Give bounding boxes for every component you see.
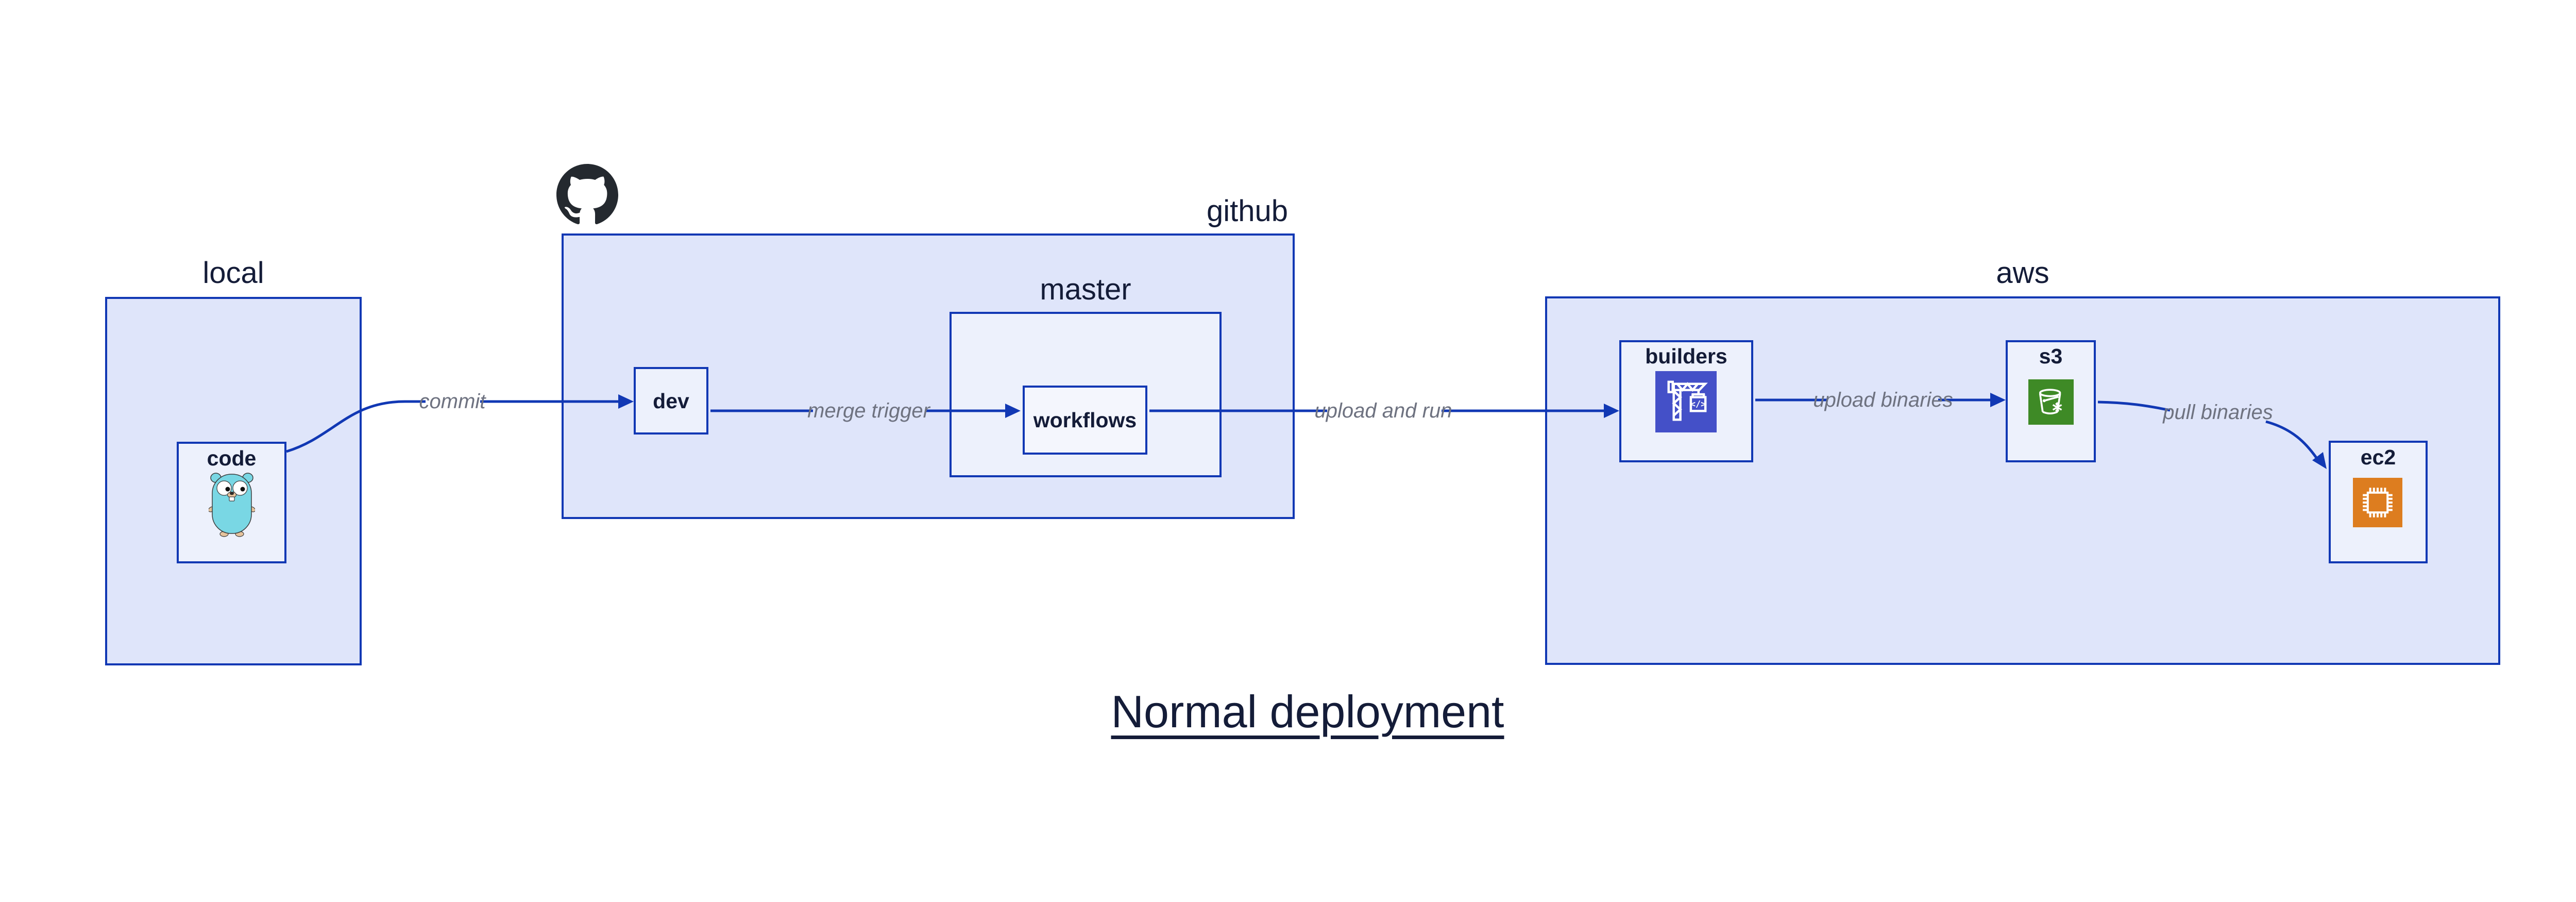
edge-label-pull-binaries: pull binaries — [2163, 401, 2273, 424]
diagram-title: Normal deployment — [1111, 686, 1504, 737]
edge-label-upload-binaries: upload binaries — [1813, 389, 1953, 411]
github-octocat-icon — [556, 164, 618, 225]
arrowhead-merge-trigger — [1005, 404, 1021, 418]
s3-node-label: s3 — [2039, 344, 2063, 368]
builders-node-box — [1619, 340, 1753, 462]
edge-pull-binaries-curve-a — [2097, 400, 2171, 412]
aws-codebuild-crane-icon: </> — [1655, 371, 1717, 432]
github-group-label: github — [1206, 194, 1288, 228]
arrowhead-commit — [618, 394, 634, 409]
dev-node-box — [634, 367, 708, 435]
edge-label-merge-trigger: merge trigger — [807, 399, 930, 422]
builders-node-label: builders — [1645, 344, 1727, 368]
master-group-label: master — [1040, 273, 1131, 306]
workflows-node-label: workflows — [1033, 408, 1137, 432]
arrowhead-upload-and-run — [1604, 404, 1619, 418]
edge-lines — [286, 398, 2318, 459]
codebuild-code-glyph: </> — [1690, 398, 1706, 409]
aws-group-label: aws — [1996, 256, 2049, 290]
go-gopher-icon — [209, 473, 255, 537]
edge-pull-binaries-curve-b — [2265, 420, 2318, 459]
edge-label-upload-and-run: upload and run — [1314, 399, 1452, 422]
arrowheads — [618, 393, 2327, 469]
arrowhead-pull-binaries — [2312, 452, 2327, 469]
ec2-chip-icon — [2353, 478, 2402, 527]
arrowhead-upload-binaries — [1990, 393, 2006, 407]
s3-bucket-snowflake-icon — [2028, 379, 2074, 425]
dev-node-label: dev — [653, 389, 689, 413]
edge-label-commit: commit — [419, 390, 486, 413]
ec2-node-label: ec2 — [2360, 445, 2396, 469]
local-group-label: local — [202, 256, 264, 290]
workflows-node-box — [1023, 386, 1147, 455]
edge-commit-curve — [286, 400, 426, 453]
code-node-label: code — [207, 446, 257, 470]
